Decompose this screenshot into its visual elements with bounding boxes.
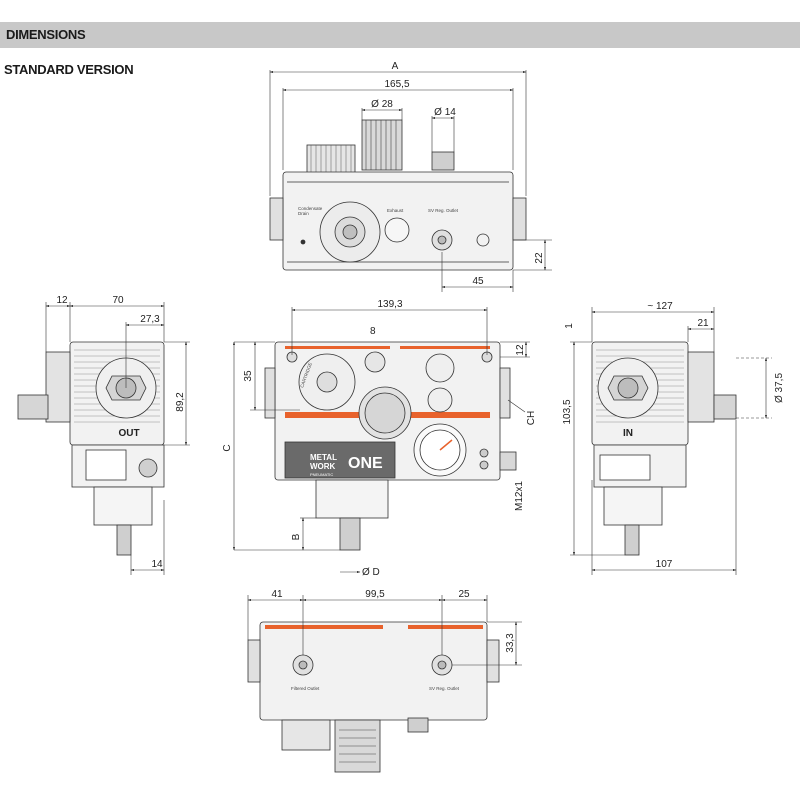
dim-b: B (291, 533, 302, 540)
section-subtitle: STANDARD VERSION (4, 62, 134, 77)
front-dimension-lines (232, 307, 530, 574)
bottom-view (247, 621, 500, 773)
brand-pneumatic: PNEUMATIC (310, 472, 333, 477)
dim-m12: M12x1 (514, 481, 525, 511)
dim-41: 41 (271, 589, 283, 600)
left-dimension-lines (45, 302, 190, 575)
dim-14: 14 (151, 559, 163, 570)
dim-dia37: Ø 37,5 (774, 373, 785, 403)
brand-one: ONE (348, 455, 383, 472)
top-center-knob (361, 119, 403, 171)
top-view (269, 119, 527, 271)
in-label: IN (623, 428, 633, 439)
dim-33: 33,3 (505, 633, 516, 653)
dim-70: 70 (112, 295, 124, 306)
dim-103: 103,5 (562, 399, 573, 424)
dim-139: 139,3 (377, 299, 402, 310)
dim-12-right: 12 (515, 344, 526, 356)
dim-12-left: 12 (56, 295, 68, 306)
dim-dia14: Ø 14 (434, 107, 456, 118)
dim-22: 22 (534, 252, 545, 264)
front-view (264, 341, 517, 551)
dim-1: 1 (564, 323, 575, 329)
filtered-outlet-label: Filtered Outlet (291, 686, 320, 691)
dim-c: C (222, 444, 233, 451)
right-dimension-lines (570, 307, 772, 575)
brand-panel (284, 441, 396, 479)
dim-a: A (392, 61, 399, 72)
dim-25: 25 (458, 589, 470, 600)
left-view (17, 341, 165, 556)
condensate-label: Condensate (298, 206, 323, 211)
drain-label: Drain (298, 211, 309, 216)
exhaust-label: Exhaust (387, 208, 404, 213)
brand-work: WORK (310, 462, 336, 471)
top-right-fitting (431, 151, 455, 171)
brand-metal: METAL (310, 453, 337, 462)
dim-35: 35 (243, 370, 254, 382)
dim-127: ~ 127 (647, 301, 673, 312)
sv-outlet-bottom-label: SV Reg. Outlet (429, 686, 460, 691)
section-header: DIMENSIONS (0, 22, 800, 48)
dim-165: 165,5 (384, 79, 409, 90)
dim-107: 107 (656, 559, 673, 570)
right-view (591, 341, 737, 556)
dim-dia-d: Ø D (362, 567, 380, 578)
out-label: OUT (118, 428, 139, 439)
rotate-icon (476, 233, 490, 247)
dim-ch: CH (526, 411, 537, 425)
dim-45: 45 (472, 276, 484, 287)
dim-hex8: 8 (370, 326, 376, 337)
dim-99: 99,5 (365, 589, 385, 600)
dim-89: 89,2 (175, 392, 186, 412)
dim-dia28: Ø 28 (371, 99, 393, 110)
exhaust-port (384, 217, 410, 243)
bottom-dimension-lines (247, 595, 522, 666)
sv-outlet-top-label: SV Reg. Outlet (428, 208, 459, 213)
section-title: DIMENSIONS (6, 27, 86, 42)
top-dimension-lines (269, 70, 552, 292)
dim-27: 27,3 (140, 314, 160, 325)
dim-21: 21 (697, 318, 709, 329)
